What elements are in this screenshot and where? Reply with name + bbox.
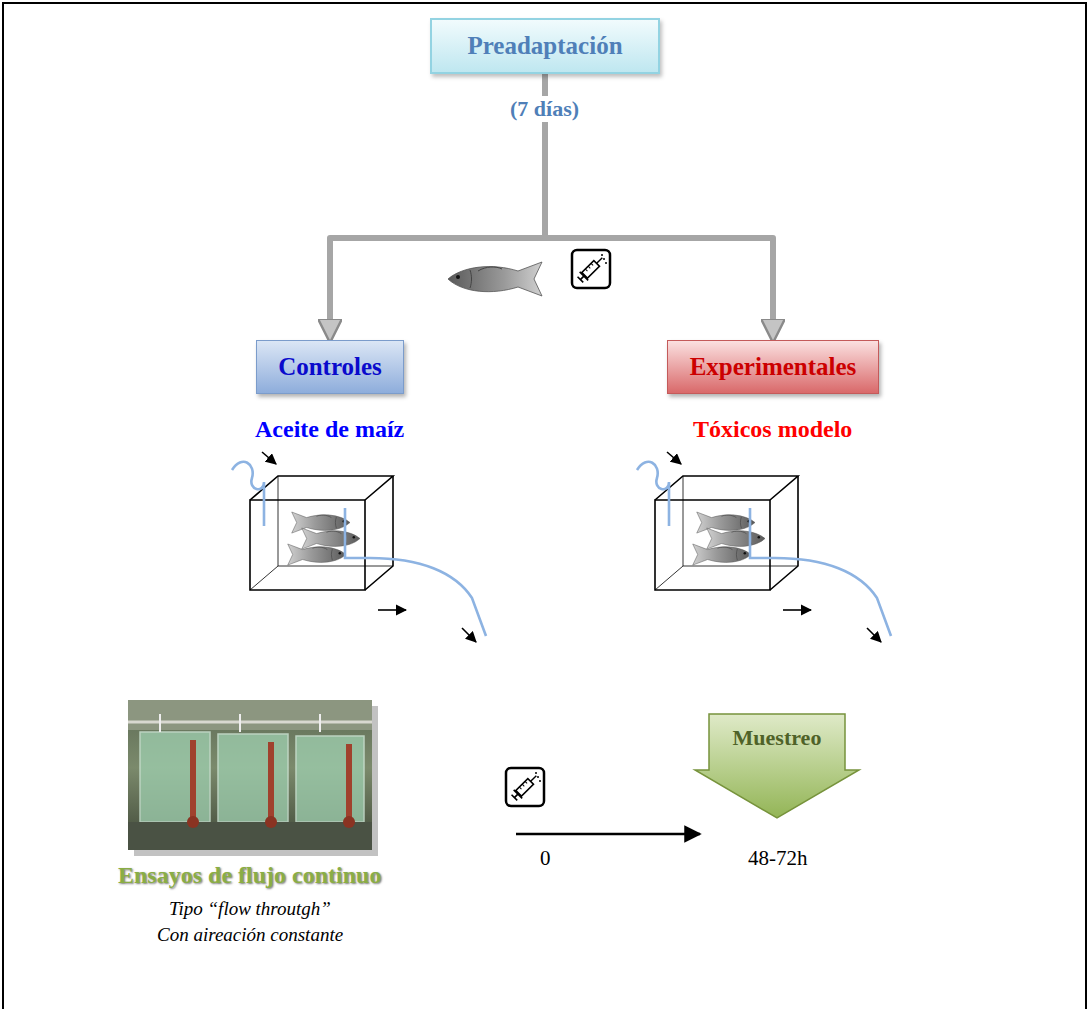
treatment-label: Tóxicos modelo (693, 416, 852, 443)
control-tank (232, 452, 486, 642)
treatment-label: Aceite de maíz (255, 416, 404, 443)
group-box: Experimentales (667, 340, 879, 394)
syringe-icon (506, 768, 544, 806)
stage-box: Preadaptación (430, 18, 660, 74)
experimental-tank (637, 452, 891, 642)
box-text: Experimentales (690, 353, 857, 381)
tank-photo (128, 700, 378, 856)
photo-caption: Ensayos de flujo continuo (118, 862, 381, 889)
fish-icon (448, 262, 542, 296)
box-text: Muestreo (733, 725, 822, 751)
group-box: Controles (256, 340, 404, 394)
duration-note: (7 días) (506, 96, 583, 122)
photo-note: Con aireación constante (157, 924, 343, 946)
photo-note: Tipo “flow throutgh” (169, 898, 331, 920)
box-text: Preadaptación (467, 32, 622, 60)
box-text: Controles (278, 353, 382, 381)
syringe-icon (572, 250, 610, 288)
frame (3, 3, 1086, 1009)
sampling-arrow: Muestreo (693, 712, 861, 820)
time-label: 48-72h (748, 846, 808, 871)
timeline-arrow (516, 833, 700, 836)
time-label: 0 (540, 846, 551, 871)
